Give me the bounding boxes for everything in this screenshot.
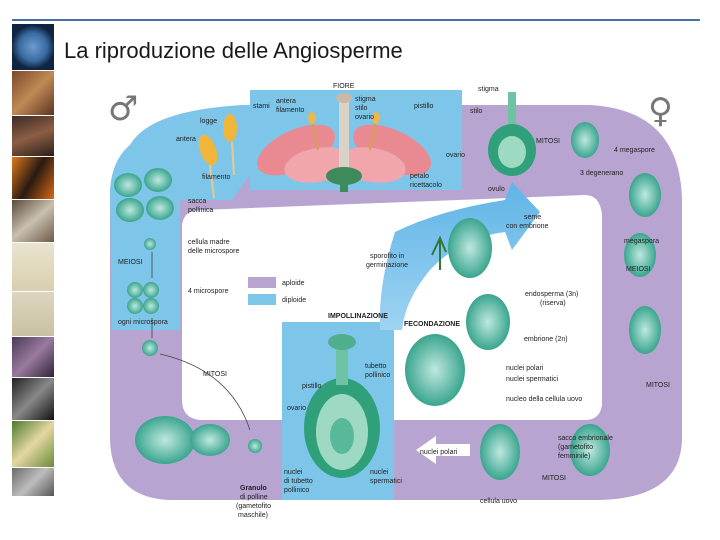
label-filamento-left: filamento <box>202 174 231 181</box>
pattern-image <box>12 116 54 156</box>
label-seme-1: seme <box>524 214 541 221</box>
label-microspore: 4 microspore <box>188 288 229 295</box>
label-nuclei-tubetto-1: nuclei <box>284 469 303 476</box>
flower-image <box>12 337 54 377</box>
anther-illustration <box>198 114 237 199</box>
label-nuclei-spermatici-center-1: nuclei <box>370 469 389 476</box>
label-ricettacolo: ricettacolo <box>410 182 442 189</box>
label-ovario-center: ovario <box>287 405 306 412</box>
label-sacca-1: sacca <box>188 198 206 205</box>
pollen-grains-illustration <box>135 416 262 464</box>
male-symbol: ♂ <box>108 89 138 129</box>
sketch-image <box>12 243 54 291</box>
label-cellula-madre-2: delle microspore <box>188 248 239 255</box>
label-ovario-flower: ovario <box>355 114 374 121</box>
single-microspore <box>142 340 158 356</box>
label-nuclei-spermatici-center-2: spermatici <box>370 478 402 485</box>
photo-strip <box>12 24 54 496</box>
mother-cell <box>144 238 156 250</box>
label-megaspora: megaspora <box>624 238 659 245</box>
label-sacca-2: pollinica <box>188 207 213 214</box>
label-sacco-2: (gametofito <box>558 444 593 451</box>
portrait-image <box>12 378 54 420</box>
label-ogni-microspora: ogni microspora <box>118 319 168 326</box>
return-arrow <box>416 436 470 464</box>
microspore-tetrad <box>127 282 159 314</box>
label-granulo-1: Granulo <box>240 485 267 492</box>
label-sacco-3: femminile) <box>558 453 590 460</box>
label-meiosi-left: MEIOSI <box>118 259 143 266</box>
label-antera-flower: antera <box>276 98 296 105</box>
drawing-image <box>12 292 54 336</box>
legend-swatch-diploide <box>248 294 276 305</box>
earth-image <box>12 24 54 70</box>
label-nuclei-tubetto-3: pollinico <box>284 487 309 494</box>
label-fiore: FIORE <box>333 83 355 90</box>
label-nucleo-cellula-uovo: nucleo della cellula uovo <box>506 396 582 403</box>
label-ovario-right: ovario <box>446 152 465 159</box>
megaspore-cells <box>480 122 661 480</box>
label-nuclei-polari-bottom: nuclei polari <box>420 449 458 456</box>
pollen-sac-illustration <box>114 168 174 222</box>
label-endosperma-2: (riserva) <box>540 300 566 307</box>
label-sacco-1: sacco embrionale <box>558 435 613 442</box>
label-filamento-flower: filamento <box>276 107 305 114</box>
seed-illustration <box>405 218 510 406</box>
label-stigma-flower: stigma <box>355 96 376 103</box>
bird-image <box>12 200 54 242</box>
label-tubetto-1: tubetto <box>365 363 387 370</box>
title-rule <box>12 19 700 21</box>
label-tubetto-2: pollinico <box>365 372 390 379</box>
label-meiosi-right: MEIOSI <box>626 266 651 273</box>
orchid-image <box>12 421 54 467</box>
label-seme-2: con embrione <box>506 223 549 230</box>
label-impollinazione: IMPOLLINAZIONE <box>328 313 388 320</box>
label-sporofito-2: germinazione <box>366 262 408 269</box>
label-mitosi-right: MITOSI <box>646 382 670 389</box>
seed-development-arrow <box>379 182 540 330</box>
legend-label-aploide: aploide <box>282 280 305 287</box>
label-nuclei-polari: nuclei polari <box>506 365 544 372</box>
legend-label-diploide: diploide <box>282 297 306 304</box>
label-granulo-3: (gametofito <box>236 503 271 510</box>
label-nuclei-tubetto-2: di tubetto <box>284 478 313 485</box>
label-stilo-right: stilo <box>470 108 483 115</box>
mitosis-arrow <box>159 353 251 431</box>
label-logge: logge <box>200 118 217 125</box>
label-fecondazione: FECONDAZIONE <box>404 321 460 328</box>
label-granulo-2: di polline <box>240 494 268 501</box>
seedling-illustration <box>431 235 447 270</box>
label-stami: stami <box>253 103 270 110</box>
label-endosperma-1: endosperma (3n) <box>525 291 578 298</box>
label-stigma-right: stigma <box>478 86 499 93</box>
label-mitosi-left: MITOSI <box>203 371 227 378</box>
slide-title: La riproduzione delle Angiosperme <box>64 38 403 63</box>
label-cellula-madre-1: cellula madre <box>188 239 230 246</box>
label-nuclei-spermatici: nuclei spermatici <box>506 376 559 383</box>
label-pistillo-flower: pistillo <box>414 103 434 110</box>
legend-swatch-aploide <box>248 277 276 288</box>
label-sporofito-1: sporofito in <box>370 253 404 260</box>
female-symbol: ♀ <box>648 91 673 131</box>
label-antera-left: antera <box>176 136 196 143</box>
label-granulo-4: maschile) <box>238 512 268 519</box>
label-stilo-flower: stilo <box>355 105 368 112</box>
archive-image <box>12 468 54 496</box>
label-mitosi-bottom: MITOSI <box>542 475 566 482</box>
ovary-illustration <box>488 92 536 176</box>
label-ovulo: ovulo <box>488 186 505 193</box>
pistil-illustration <box>304 334 380 478</box>
label-megaspore: 4 megaspore <box>614 147 655 154</box>
butterfly-image <box>12 157 54 199</box>
label-embrione: embrione (2n) <box>524 336 568 343</box>
label-pistillo-center: pistillo <box>302 383 322 390</box>
label-petalo: petalo <box>410 173 429 180</box>
label-mitosi-top-right: MITOSI <box>536 138 560 145</box>
label-cellula-uovo: cellula uovo <box>480 498 517 505</box>
label-degenerano: 3 degenerano <box>580 170 623 177</box>
flower-illustration <box>257 93 431 192</box>
fungus-image <box>12 71 54 115</box>
